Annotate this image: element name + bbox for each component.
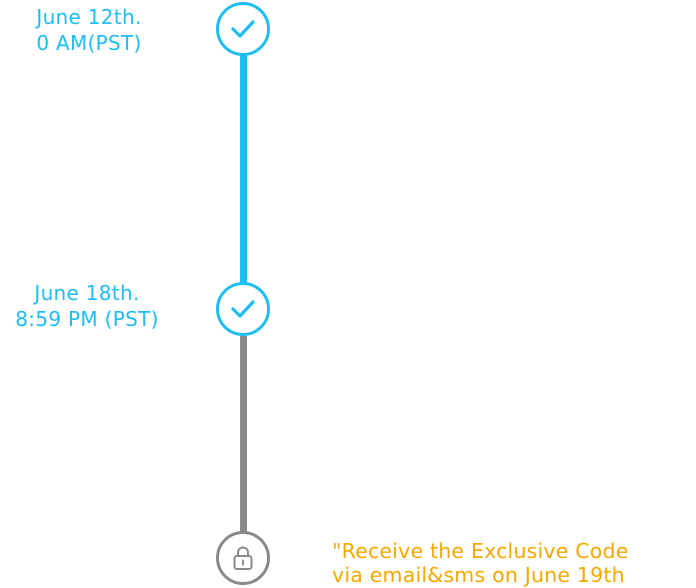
milestone-1-date: June 12th. (36, 5, 142, 29)
milestone-1-node (216, 2, 270, 56)
exclusive-code-note: "Receive the Exclusive Code via email&sm… (332, 539, 696, 587)
timeline-segment-pending (240, 336, 247, 532)
milestone-3-node (216, 531, 270, 585)
exclusive-code-note-line-1: "Receive the Exclusive Code (332, 539, 629, 563)
check-icon (231, 300, 255, 318)
milestone-1-time: 0 AM(PST) (36, 31, 142, 55)
lock-icon (233, 546, 253, 570)
timeline-segment-completed (240, 55, 247, 283)
milestone-2-label: June 18th. 8:59 PM (PST) (0, 280, 174, 332)
milestone-2-date: June 18th. (34, 281, 140, 305)
milestone-1-label: June 12th. 0 AM(PST) (14, 4, 164, 56)
milestone-2-time: 8:59 PM (PST) (15, 307, 159, 331)
check-icon (231, 20, 255, 38)
exclusive-code-note-line-2: via email&sms on June 19th (332, 563, 625, 587)
milestone-2-node (216, 282, 270, 336)
